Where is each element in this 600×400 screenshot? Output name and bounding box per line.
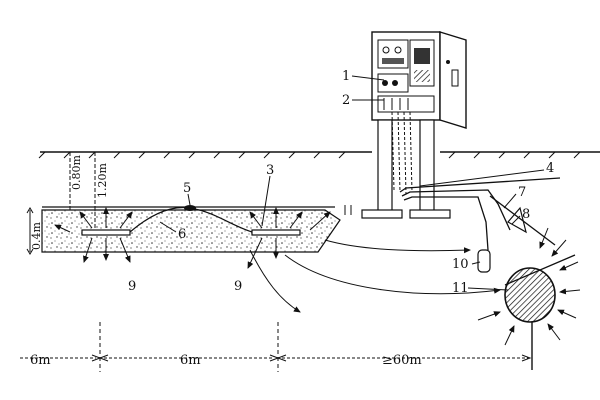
reference-electrode [477,206,527,273]
label-9-right: 9 [234,279,242,294]
span-dimensions [20,322,532,372]
label-8: 8 [522,207,530,222]
label-4: 4 [546,161,554,176]
label-5: 5 [183,181,191,196]
label-1: 1 [342,69,350,84]
label-10: 10 [452,257,469,272]
span-2-label: 6m [180,353,201,368]
anode-trench [41,205,352,269]
current-paths [249,239,501,313]
span-1-label: 6m [30,353,51,368]
span-3-label: ≥60m [382,353,422,368]
cable-joint [184,205,196,211]
rectifier-cabinet [361,31,467,219]
label-7: 7 [518,185,526,200]
depth-dimensions [26,152,96,255]
depth-mid-label: 1.20m [96,163,109,198]
pipeline-section [477,195,581,370]
label-3: 3 [266,163,274,178]
depth-left-label: 0.4m [30,222,43,250]
ground-surface [38,151,600,159]
label-11: 11 [452,281,469,296]
anode-right [251,229,301,236]
label-2: 2 [342,93,350,108]
depth-top-label: 0.80m [70,155,83,190]
drain-cable [399,177,561,251]
label-6: 6 [178,227,186,242]
anode-left [81,229,131,236]
leader-lines [159,75,545,291]
label-9-left: 9 [128,279,136,294]
